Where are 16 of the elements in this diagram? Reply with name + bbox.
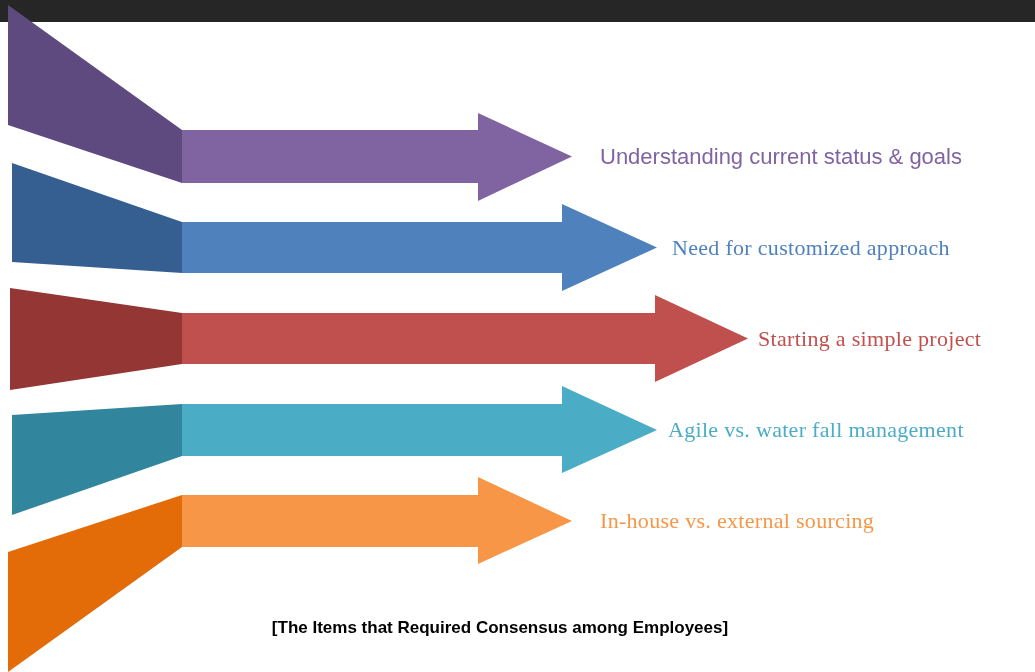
block-arrow: [182, 295, 748, 382]
funnel-segment: [10, 288, 182, 390]
funnel-segment: [8, 5, 182, 183]
arrow-label: In-house vs. external sourcing: [600, 508, 875, 534]
funnel-segment: [8, 495, 182, 672]
block-arrow: [182, 113, 572, 201]
funnel-segment: [12, 163, 182, 273]
block-arrow: [182, 477, 572, 564]
funnel-segment: [12, 404, 182, 515]
arrow-label: Agile vs. water fall management: [668, 417, 964, 443]
arrow-label: Understanding current status & goals: [600, 143, 962, 170]
caption: [The Items that Required Consensus among Employees]: [270, 618, 730, 638]
block-arrow: [182, 386, 657, 473]
block-arrow: [182, 204, 657, 291]
arrow-label: Starting a simple project: [758, 325, 982, 352]
arrow-label: Need for customized approach: [672, 234, 950, 261]
